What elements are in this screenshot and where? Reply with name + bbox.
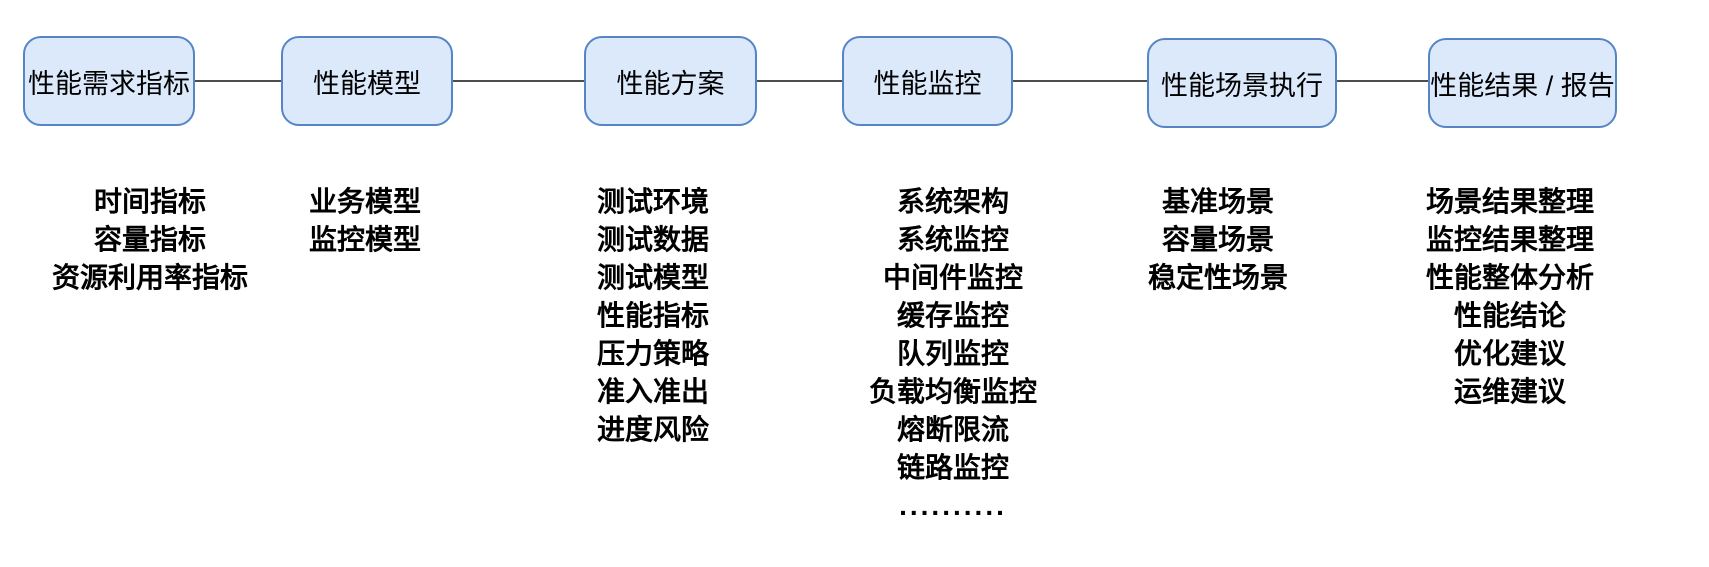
stage-item: 监控模型 (308, 224, 421, 255)
connector-line (109, 80, 1523, 82)
stage-item-list: 业务模型 监控模型 (225, 183, 505, 259)
stage-item: 性能指标 (596, 300, 709, 331)
stage-item-ellipsis: .......... (899, 490, 1007, 521)
stage-item: 监控结果整理 (1425, 224, 1594, 255)
stage-item-list: 测试环境 测试数据 测试模型 性能指标 压力策略 准入准出 进度风险 (513, 183, 793, 449)
stage-item: 缓存监控 (896, 300, 1009, 331)
stage-item: 压力策略 (596, 338, 709, 369)
stage-item: 系统监控 (896, 224, 1009, 255)
stage-title: 性能场景执行 (1161, 70, 1323, 101)
stage-box-performance-monitoring: 性能监控 (842, 36, 1013, 126)
stage-title: 性能模型 (313, 68, 421, 99)
stage-item: 优化建议 (1453, 338, 1566, 369)
stage-box-scenario-execution: 性能场景执行 (1147, 38, 1337, 128)
stage-item-list: 系统架构 系统监控 中间件监控 缓存监控 队列监控 负载均衡监控 熔断限流 链路… (813, 183, 1093, 525)
stage-item: 场景结果整理 (1425, 186, 1594, 217)
stage-item: 准入准出 (596, 376, 709, 407)
stage-item: 基准场景 (1161, 186, 1274, 217)
stage-item: 负载均衡监控 (868, 376, 1037, 407)
stage-item: 队列监控 (896, 338, 1009, 369)
stage-box-performance-plan: 性能方案 (584, 36, 757, 126)
stage-title: 性能需求指标 (28, 68, 190, 99)
stage-item: 熔断限流 (896, 414, 1009, 445)
stage-item-list: 基准场景 容量场景 稳定性场景 (1078, 183, 1358, 297)
stage-item: 中间件监控 (882, 262, 1023, 293)
stage-item: 测试模型 (596, 262, 709, 293)
stage-item: 业务模型 (308, 186, 421, 217)
stage-item: 容量指标 (93, 224, 206, 255)
stage-item-list: 时间指标 容量指标 资源利用率指标 (10, 183, 290, 297)
stage-item: 稳定性场景 (1147, 262, 1288, 293)
stage-item: 测试数据 (596, 224, 709, 255)
stage-box-results-report: 性能结果 / 报告 (1428, 38, 1617, 128)
stage-item: 性能整体分析 (1425, 262, 1594, 293)
stage-box-performance-model: 性能模型 (281, 36, 453, 126)
stage-box-requirement-metrics: 性能需求指标 (23, 36, 195, 126)
stage-item: 资源利用率指标 (51, 262, 248, 293)
stage-item: 运维建议 (1453, 376, 1566, 407)
stage-item: 测试环境 (596, 186, 709, 217)
stage-item: 性能结论 (1453, 300, 1566, 331)
stage-item: 进度风险 (596, 414, 709, 445)
stage-title: 性能方案 (616, 68, 725, 99)
stage-title: 性能结果 / 报告 (1430, 70, 1615, 101)
stage-item: 容量场景 (1161, 224, 1274, 255)
stage-title: 性能监控 (873, 68, 982, 99)
stage-item: 时间指标 (93, 186, 206, 217)
stage-item: 链路监控 (896, 452, 1009, 483)
stage-item: 系统架构 (896, 186, 1009, 217)
stage-item-list: 场景结果整理 监控结果整理 性能整体分析 性能结论 优化建议 运维建议 (1370, 183, 1650, 411)
